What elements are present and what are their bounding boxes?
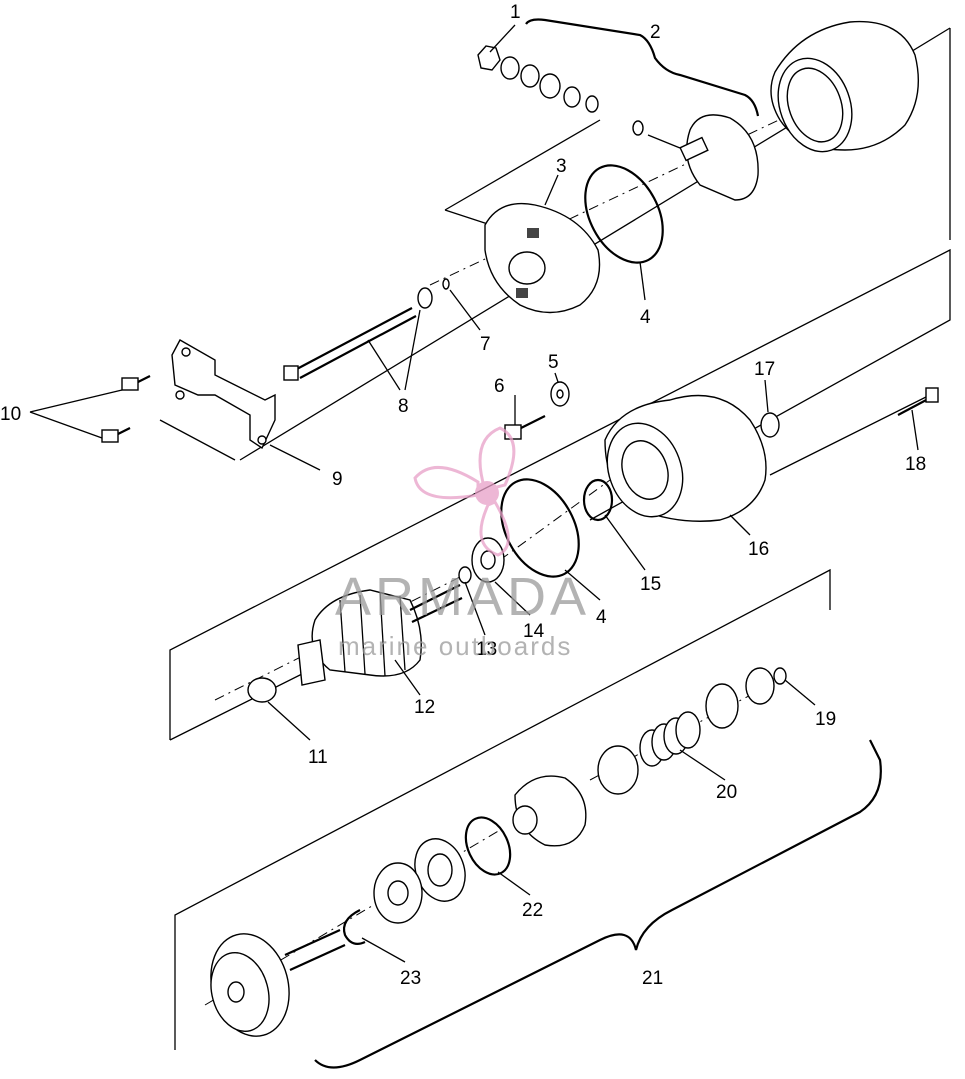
collar xyxy=(745,667,775,705)
mounting-bracket xyxy=(171,339,276,450)
callout-1: 1 xyxy=(510,2,521,23)
washer-19 xyxy=(773,667,787,685)
callout-16: 16 xyxy=(748,539,769,560)
bushing-11 xyxy=(247,677,277,703)
callout-4-lower: 4 xyxy=(596,607,607,628)
watermark-tagline: marine outboards xyxy=(338,631,572,661)
bracket-screws xyxy=(101,375,151,443)
callout-3: 3 xyxy=(556,156,567,177)
armada-watermark: ARMADA marine outboards xyxy=(335,426,590,661)
callout-4-upper: 4 xyxy=(640,307,651,328)
rear-end-frame xyxy=(484,202,601,314)
leader-lines xyxy=(29,24,919,963)
thrust-washer xyxy=(373,862,423,924)
front-housing xyxy=(604,394,767,522)
callout-20: 20 xyxy=(716,782,737,803)
callout-9: 9 xyxy=(332,469,343,490)
callout-12: 12 xyxy=(414,697,435,718)
callout-7: 7 xyxy=(480,334,491,355)
brush-holder xyxy=(632,114,759,201)
snap-ring-15 xyxy=(582,478,614,522)
sleeve xyxy=(597,745,639,795)
callout-22: 22 xyxy=(522,900,543,921)
callout-17: 17 xyxy=(754,359,775,380)
callout-6: 6 xyxy=(494,376,505,397)
watermark-brand: ARMADA xyxy=(335,567,590,627)
o-ring-22 xyxy=(464,816,512,876)
o-ring-upper xyxy=(584,164,664,264)
assembly-frame-lower xyxy=(174,18,882,1069)
housing-bolt xyxy=(897,387,939,416)
callout-13: 13 xyxy=(476,639,497,660)
callout-10: 10 xyxy=(0,404,21,425)
pinion-clutch xyxy=(512,775,587,847)
callout-labels: 1 2 3 4 4 5 6 7 8 9 10 11 12 13 14 15 16… xyxy=(0,2,926,989)
bushing-upper xyxy=(705,683,739,729)
callout-23: 23 xyxy=(400,968,421,989)
spring-20 xyxy=(639,711,701,767)
washer-17 xyxy=(760,412,780,438)
callout-15: 15 xyxy=(640,574,661,595)
nut-washer-stack xyxy=(477,45,599,113)
callout-18: 18 xyxy=(905,454,926,475)
propeller-logo-icon xyxy=(413,426,516,557)
callout-14: 14 xyxy=(523,621,545,642)
callout-19: 19 xyxy=(815,709,836,730)
callout-5: 5 xyxy=(548,352,559,373)
callout-2: 2 xyxy=(650,22,661,43)
callout-11: 11 xyxy=(308,747,328,768)
cam-plate xyxy=(414,838,466,902)
circlip-23 xyxy=(342,909,366,945)
armature xyxy=(297,584,463,686)
o-ring-lower xyxy=(500,478,580,578)
drive-gear-shaft xyxy=(210,928,346,1037)
yoke-housing xyxy=(770,20,920,153)
callout-21: 21 xyxy=(642,968,663,989)
through-bolts xyxy=(283,278,450,381)
callout-8: 8 xyxy=(398,396,409,417)
